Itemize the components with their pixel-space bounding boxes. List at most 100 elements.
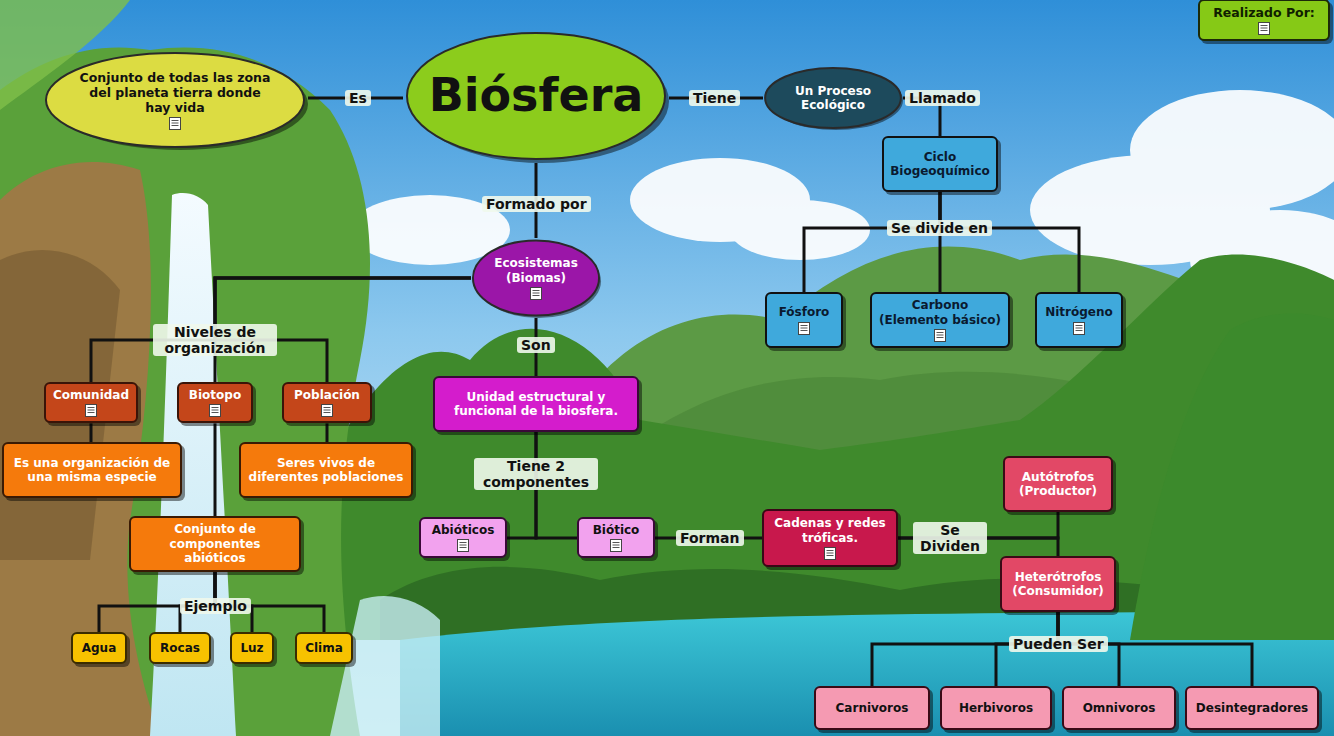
note-icon-sheet bbox=[170, 118, 181, 130]
note-icon bbox=[1073, 322, 1085, 335]
connector-line bbox=[214, 423, 217, 516]
note-icon-sheet bbox=[799, 322, 810, 334]
note-icon-line bbox=[613, 547, 620, 548]
node-text: Clima bbox=[305, 641, 343, 655]
note-icon-line bbox=[1261, 28, 1268, 29]
example-box: Rocas bbox=[149, 632, 211, 664]
connector-line bbox=[326, 423, 329, 442]
note-icon-line bbox=[212, 412, 219, 413]
cloud bbox=[730, 200, 870, 260]
note-icon-sheet bbox=[322, 405, 333, 417]
level-box: Población bbox=[282, 382, 372, 423]
note-icon bbox=[798, 322, 810, 335]
node-text: Autótrofos (Productor) bbox=[1011, 470, 1105, 499]
note-icon-line bbox=[324, 412, 331, 413]
ellipse-fill bbox=[765, 68, 901, 128]
left-foliage bbox=[0, 47, 370, 736]
consumer-box: Omnivoros bbox=[1062, 686, 1176, 730]
process-ellipse: Un Proceso Ecológico bbox=[763, 66, 903, 130]
note-icon-sheet bbox=[935, 329, 946, 341]
connector-label: Ejemplo bbox=[180, 598, 251, 614]
node-text: Omnivoros bbox=[1083, 701, 1156, 715]
node-text: Comunidad bbox=[53, 388, 129, 402]
note-icon-line bbox=[937, 332, 944, 333]
node-text: Abióticos bbox=[432, 523, 495, 537]
note-icon-line bbox=[533, 295, 540, 296]
note-icon bbox=[610, 539, 622, 552]
connector-line bbox=[939, 192, 942, 292]
connector-line bbox=[804, 192, 940, 292]
node-text: Desintegradores bbox=[1196, 701, 1308, 715]
node-text: Biósfera bbox=[429, 68, 644, 123]
note-icon-sheet bbox=[611, 540, 622, 552]
note-icon-line bbox=[801, 325, 808, 326]
element-box: Carbono (Elemento básico) bbox=[870, 292, 1010, 348]
note-icon-line bbox=[827, 552, 834, 553]
note-icon-line bbox=[172, 125, 179, 126]
note-icon-line bbox=[460, 545, 467, 546]
node-text: Luz bbox=[240, 641, 263, 655]
connector-label: Pueden Ser bbox=[1009, 636, 1108, 652]
food-chain-box: Cadenas y redes tróficas. bbox=[762, 509, 898, 567]
note-icon-line bbox=[172, 123, 179, 124]
node-text: Fósforo bbox=[779, 305, 830, 319]
ellipse-fill bbox=[473, 240, 599, 315]
note-icon bbox=[530, 287, 542, 300]
node-text: Realizado Por: bbox=[1213, 5, 1315, 20]
note-icon-line bbox=[460, 542, 467, 543]
example-box: Agua bbox=[71, 632, 127, 664]
ellipse-fill bbox=[407, 33, 665, 159]
definition-ellipse: Conjunto de todas las zona del planeta t… bbox=[42, 50, 308, 150]
note-icon-line bbox=[88, 410, 95, 411]
note-icon-line bbox=[324, 407, 331, 408]
connector-line bbox=[91, 278, 471, 382]
connector-label: Llamado bbox=[905, 90, 980, 106]
node-text: Ciclo Biogeoquímico bbox=[890, 150, 990, 179]
note-icon bbox=[1258, 22, 1270, 35]
consumer-box: Herbivoros bbox=[940, 686, 1052, 730]
note-icon-line bbox=[937, 334, 944, 335]
node-text: Heterótrofos (Consumidor) bbox=[1008, 570, 1108, 599]
node-text: Herbivoros bbox=[959, 701, 1033, 715]
note-icon-line bbox=[88, 407, 95, 408]
note-icon bbox=[934, 329, 946, 342]
right-trees bbox=[1130, 313, 1334, 640]
node-text: Biótico bbox=[593, 523, 640, 537]
note-icon-line bbox=[172, 120, 179, 121]
note-icon-sheet bbox=[210, 405, 221, 417]
node-text: Un Proceso Ecológico bbox=[779, 84, 887, 113]
description-box: Seres vivos de diferentes poblaciones bbox=[239, 442, 413, 498]
element-box: Nitrógeno bbox=[1035, 292, 1123, 348]
node-text: Es una organización de una misma especie bbox=[10, 456, 174, 485]
example-box: Clima bbox=[295, 632, 353, 664]
connector-label: Se Dividen bbox=[913, 522, 987, 554]
note-icon-sheet bbox=[531, 287, 542, 299]
note-icon-line bbox=[1076, 330, 1083, 331]
small-waterfall bbox=[330, 596, 440, 736]
connector-line bbox=[940, 192, 1079, 292]
node-text: Unidad estructural y funcional de la bio… bbox=[441, 390, 631, 419]
node-text: Rocas bbox=[160, 641, 200, 655]
note-icon-line bbox=[1261, 25, 1268, 26]
consumer-box: Desintegradores bbox=[1185, 686, 1319, 730]
node-text: Carbono (Elemento básico) bbox=[878, 298, 1002, 327]
node-text: Seres vivos de diferentes poblaciones bbox=[247, 456, 405, 485]
note-icon bbox=[321, 404, 333, 417]
node-text: Carnivoros bbox=[836, 701, 909, 715]
definition-box: Unidad estructural y funcional de la bio… bbox=[433, 376, 639, 432]
note-icon-sheet bbox=[825, 547, 836, 559]
connector-label: Tiene bbox=[689, 90, 740, 106]
note-icon-line bbox=[212, 407, 219, 408]
level-box: Biotopo bbox=[177, 382, 253, 423]
connector-label: Niveles de organización bbox=[153, 324, 277, 356]
note-icon-line bbox=[827, 555, 834, 556]
connector-label: Forman bbox=[676, 530, 744, 546]
note-icon bbox=[209, 404, 221, 417]
note-icon-line bbox=[88, 412, 95, 413]
note-icon-line bbox=[533, 290, 540, 291]
component-box: Abióticos bbox=[419, 517, 507, 558]
ecosystem-ellipse: Ecosistemas (Biomas) bbox=[471, 238, 601, 318]
connector-label: Formado por bbox=[482, 196, 591, 212]
